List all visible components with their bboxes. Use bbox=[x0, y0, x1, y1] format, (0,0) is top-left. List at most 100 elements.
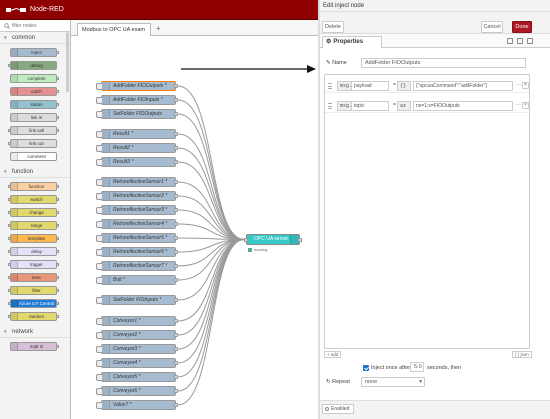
output-port[interactable] bbox=[174, 333, 178, 337]
palette-node-random[interactable]: random bbox=[8, 312, 59, 321]
output-port[interactable] bbox=[174, 403, 178, 407]
inject-trigger-button[interactable] bbox=[96, 346, 102, 353]
palette-node-mqtt-in[interactable]: mqtt in bbox=[10, 342, 59, 351]
inject-trigger-button[interactable] bbox=[96, 402, 102, 409]
inject-node[interactable]: Conveyor3 * bbox=[96, 344, 178, 354]
wire[interactable] bbox=[177, 113, 245, 240]
property-value-input[interactable]: {"opcuaCommand":"addFolder"} bbox=[413, 81, 513, 91]
inject-node[interactable]: Valve7 * bbox=[96, 400, 178, 410]
palette-node-comment[interactable]: comment bbox=[10, 152, 57, 161]
tab-properties[interactable]: ⚙Properties bbox=[322, 36, 382, 48]
palette-search-input[interactable] bbox=[12, 22, 67, 30]
output-port[interactable] bbox=[174, 146, 178, 150]
inject-node[interactable]: Bolt * bbox=[96, 275, 178, 285]
output-port[interactable] bbox=[174, 319, 178, 323]
expand-icon[interactable]: … bbox=[515, 81, 522, 89]
inject-node[interactable]: SetFolder FIOOutputs bbox=[96, 109, 178, 119]
output-port[interactable] bbox=[174, 250, 178, 254]
input-port[interactable] bbox=[244, 238, 248, 242]
palette-node-delay[interactable]: delay bbox=[8, 247, 59, 256]
inject-trigger-button[interactable] bbox=[96, 83, 102, 90]
inject-node[interactable]: AddFolder FIOInputs * bbox=[96, 95, 178, 105]
wire[interactable] bbox=[177, 239, 245, 406]
inject-node[interactable]: RetroreflectiveSensor3 * bbox=[96, 205, 178, 215]
output-port[interactable] bbox=[174, 98, 178, 102]
inject-trigger-button[interactable] bbox=[96, 374, 102, 381]
wire[interactable] bbox=[177, 99, 245, 240]
inject-node[interactable]: Conveyor1 * bbox=[96, 316, 178, 326]
remove-row-button[interactable]: × bbox=[522, 102, 529, 109]
palette-category-function[interactable]: ▾function bbox=[0, 166, 70, 178]
inject-trigger-button[interactable] bbox=[96, 159, 102, 166]
repeat-select[interactable]: none ▾ bbox=[361, 377, 425, 387]
appearance-tab-icon[interactable] bbox=[517, 38, 523, 44]
palette-node-change[interactable]: change bbox=[8, 208, 59, 217]
palette-scrollbar[interactable] bbox=[66, 32, 69, 92]
inject-once-checkbox[interactable] bbox=[363, 365, 369, 371]
inject-trigger-button[interactable] bbox=[96, 207, 102, 214]
inject-trigger-button[interactable] bbox=[96, 179, 102, 186]
inject-node[interactable]: RetroreflectiveSensor6 * bbox=[96, 247, 178, 257]
inject-node[interactable]: SetFolder FIOInputs * bbox=[96, 295, 178, 305]
palette-node-debug[interactable]: debug bbox=[8, 61, 57, 70]
output-port[interactable] bbox=[174, 389, 178, 393]
inject-trigger-button[interactable] bbox=[96, 360, 102, 367]
sidebar-divider[interactable] bbox=[318, 0, 320, 419]
value-type-tag[interactable]: az bbox=[397, 101, 411, 111]
palette-node-link-in[interactable]: link in bbox=[10, 113, 59, 122]
output-port[interactable] bbox=[174, 194, 178, 198]
palette-node-filter[interactable]: filter bbox=[8, 286, 59, 295]
inject-trigger-button[interactable] bbox=[96, 332, 102, 339]
description-tab-icon[interactable] bbox=[507, 38, 513, 44]
remove-row-button[interactable]: × bbox=[522, 82, 529, 89]
inject-trigger-button[interactable] bbox=[96, 97, 102, 104]
wire[interactable] bbox=[177, 195, 245, 240]
palette-node-function[interactable]: function bbox=[8, 182, 59, 191]
output-port[interactable] bbox=[174, 375, 178, 379]
inject-node[interactable]: Result2 * bbox=[96, 143, 178, 153]
output-port[interactable] bbox=[174, 236, 178, 240]
delete-button[interactable]: Delete bbox=[322, 21, 344, 33]
output-port[interactable] bbox=[298, 238, 302, 242]
property-key-input[interactable]: payload bbox=[351, 81, 389, 91]
enabled-toggle[interactable]: Enabled bbox=[322, 404, 354, 414]
inject-node[interactable]: RetroreflectiveSensor2 * bbox=[96, 191, 178, 201]
inject-node[interactable]: RetroreflectiveSensor5 * bbox=[96, 233, 178, 243]
palette-node-azure-iot-central[interactable]: Azure IoT Central bbox=[8, 299, 59, 308]
inject-trigger-button[interactable] bbox=[96, 111, 102, 118]
value-type-tag[interactable]: {} bbox=[397, 81, 411, 91]
add-flow-tab-button[interactable]: + bbox=[156, 24, 161, 33]
output-port[interactable] bbox=[174, 132, 178, 136]
output-port[interactable] bbox=[174, 264, 178, 268]
palette-node-link-out[interactable]: link out bbox=[8, 139, 57, 148]
cancel-button[interactable]: Cancel bbox=[481, 21, 503, 33]
output-port[interactable] bbox=[174, 112, 178, 116]
wire[interactable] bbox=[177, 181, 245, 240]
palette-node-range[interactable]: range bbox=[8, 221, 59, 230]
inject-node[interactable]: Conveyor2 * bbox=[96, 330, 178, 340]
wire[interactable] bbox=[177, 133, 245, 240]
wire[interactable] bbox=[177, 147, 245, 240]
palette-node-switch[interactable]: switch bbox=[8, 195, 59, 204]
palette-node-catch[interactable]: catch bbox=[10, 87, 59, 96]
property-value-input[interactable]: ns=1;s=FIOOutputs bbox=[413, 101, 513, 111]
output-port[interactable] bbox=[174, 347, 178, 351]
output-port[interactable] bbox=[174, 222, 178, 226]
flow-canvas[interactable]: AddFolder FIOOutputs * AddFolder FIOInput… bbox=[71, 36, 318, 419]
wire[interactable] bbox=[177, 161, 245, 240]
drag-handle-icon[interactable] bbox=[328, 83, 332, 89]
inject-trigger-button[interactable] bbox=[96, 263, 102, 270]
palette-category-network[interactable]: ▾network bbox=[0, 326, 70, 338]
inject-trigger-button[interactable] bbox=[96, 235, 102, 242]
inject-trigger-button[interactable] bbox=[96, 277, 102, 284]
palette-node-link-call[interactable]: link call bbox=[8, 126, 59, 135]
inject-node[interactable]: AddFolder FIOOutputs * bbox=[96, 81, 178, 91]
name-input[interactable]: AddFolder FIOOutputs bbox=[361, 58, 526, 68]
output-port[interactable] bbox=[174, 84, 178, 88]
inject-node[interactable]: RetroreflectiveSensor7 * bbox=[96, 261, 178, 271]
palette-node-trigger[interactable]: trigger bbox=[8, 260, 59, 269]
output-port[interactable] bbox=[174, 278, 178, 282]
property-key-input[interactable]: topic bbox=[351, 101, 389, 111]
json-editor-button[interactable]: { } json bbox=[512, 351, 532, 358]
expand-icon[interactable]: … bbox=[515, 101, 522, 109]
